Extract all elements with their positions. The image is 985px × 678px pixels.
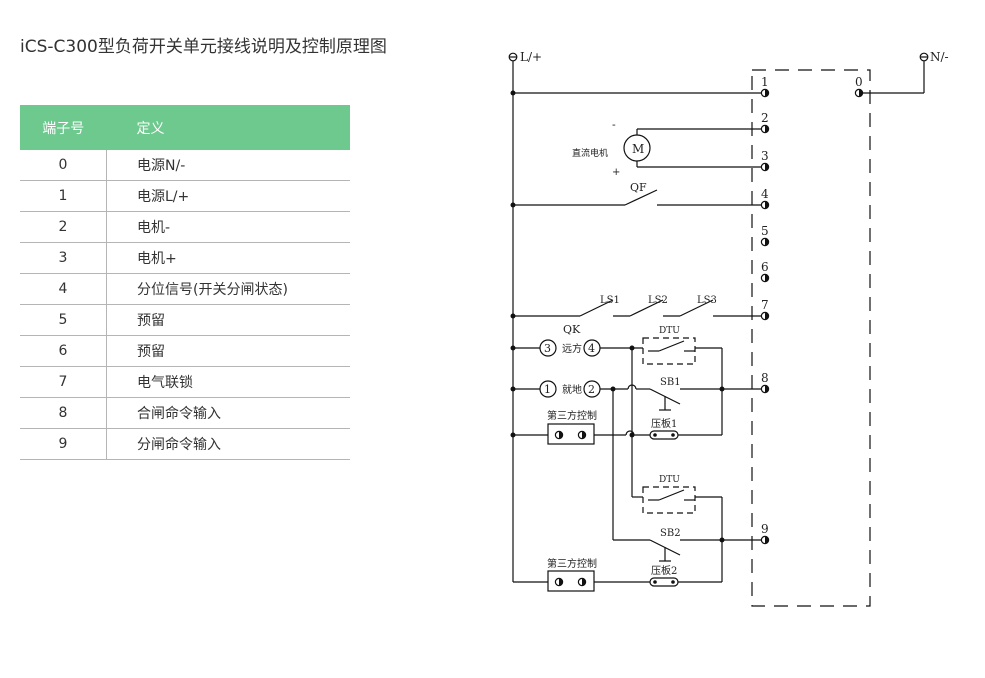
terminal-number: 7 <box>20 366 107 398</box>
terminal-definition: 合闸命令输入 <box>106 397 350 429</box>
terminal-number: 9 <box>20 428 107 460</box>
sb1-label: SB1 <box>660 377 681 388</box>
ls2-label: LS2 <box>648 295 668 306</box>
terminal-number: 6 <box>20 335 107 367</box>
terminal-label-3: 3 <box>761 149 769 163</box>
terminal-number: 2 <box>20 211 107 243</box>
qf-label: QF <box>630 181 647 194</box>
qk-contact-4: 4 <box>588 342 595 355</box>
terminal-label-1: 1 <box>761 75 769 89</box>
terminal-definition: 电机- <box>106 211 350 243</box>
qk-label: QK <box>563 323 581 336</box>
terminal-definition: 电源N/- <box>106 150 350 181</box>
supply-pos-terminal <box>508 52 518 62</box>
terminal-definition: 分闸命令输入 <box>106 428 350 460</box>
plate2-label: 压板2 <box>651 564 677 577</box>
terminal-number: 3 <box>20 242 107 274</box>
local-label: 就地 <box>562 383 582 396</box>
terminal-label-4: 4 <box>761 187 769 201</box>
third-party-label-2: 第三方控制 <box>547 557 597 570</box>
terminal-number: 1 <box>20 180 107 212</box>
terminal-definition: 电机+ <box>106 242 350 274</box>
qk-contact-3: 3 <box>544 342 551 355</box>
qk-contact-1: 1 <box>544 383 551 396</box>
plate1-label: 压板1 <box>651 417 677 430</box>
terminal-label-5: 5 <box>761 224 769 238</box>
page-title: iCS-C300型负荷开关单元接线说明及控制原理图 <box>20 37 387 57</box>
terminal-definition: 电气联锁 <box>106 366 350 398</box>
motor-label: 直流电机 <box>572 147 608 159</box>
terminal-number: 8 <box>20 397 107 429</box>
dtu-label-2: DTU <box>659 475 680 485</box>
third-party-label-1: 第三方控制 <box>547 409 597 422</box>
motor-symbol: M <box>632 142 644 156</box>
dtu-label-1: DTU <box>659 326 680 336</box>
terminal-number: 0 <box>20 150 107 181</box>
supply-pos-label: L/+ <box>520 50 542 64</box>
terminal-label-6: 6 <box>761 260 769 274</box>
sb2-label: SB2 <box>660 528 681 539</box>
terminal-definition: 电源L/+ <box>106 180 350 212</box>
remote-label: 远方 <box>562 342 582 355</box>
terminal-label-0: 0 <box>855 75 863 89</box>
terminal-number: 4 <box>20 273 107 305</box>
supply-neg-terminal <box>919 52 929 62</box>
terminal-definition: 分位信号(开关分闸状态) <box>106 273 350 305</box>
qk-contact-2: 2 <box>588 383 595 396</box>
ls1-label: LS1 <box>600 295 620 306</box>
table-header-row: 端子号 定义 <box>20 105 350 150</box>
column-header-terminal: 端子号 <box>20 105 107 150</box>
terminal-label-9: 9 <box>761 522 769 536</box>
terminal-label-2: 2 <box>761 111 769 125</box>
terminal-number: 5 <box>20 304 107 336</box>
motor-minus-label: - <box>612 118 616 131</box>
motor-plus-label: + <box>612 167 620 178</box>
terminal-label-7: 7 <box>761 298 769 312</box>
terminal-definition: 预留 <box>106 304 350 336</box>
terminal-label-8: 8 <box>761 371 769 385</box>
terminal-definition: 预留 <box>106 335 350 367</box>
column-header-definition: 定义 <box>106 105 350 150</box>
ls3-label: LS3 <box>697 295 717 306</box>
supply-neg-label: N/- <box>930 50 949 64</box>
